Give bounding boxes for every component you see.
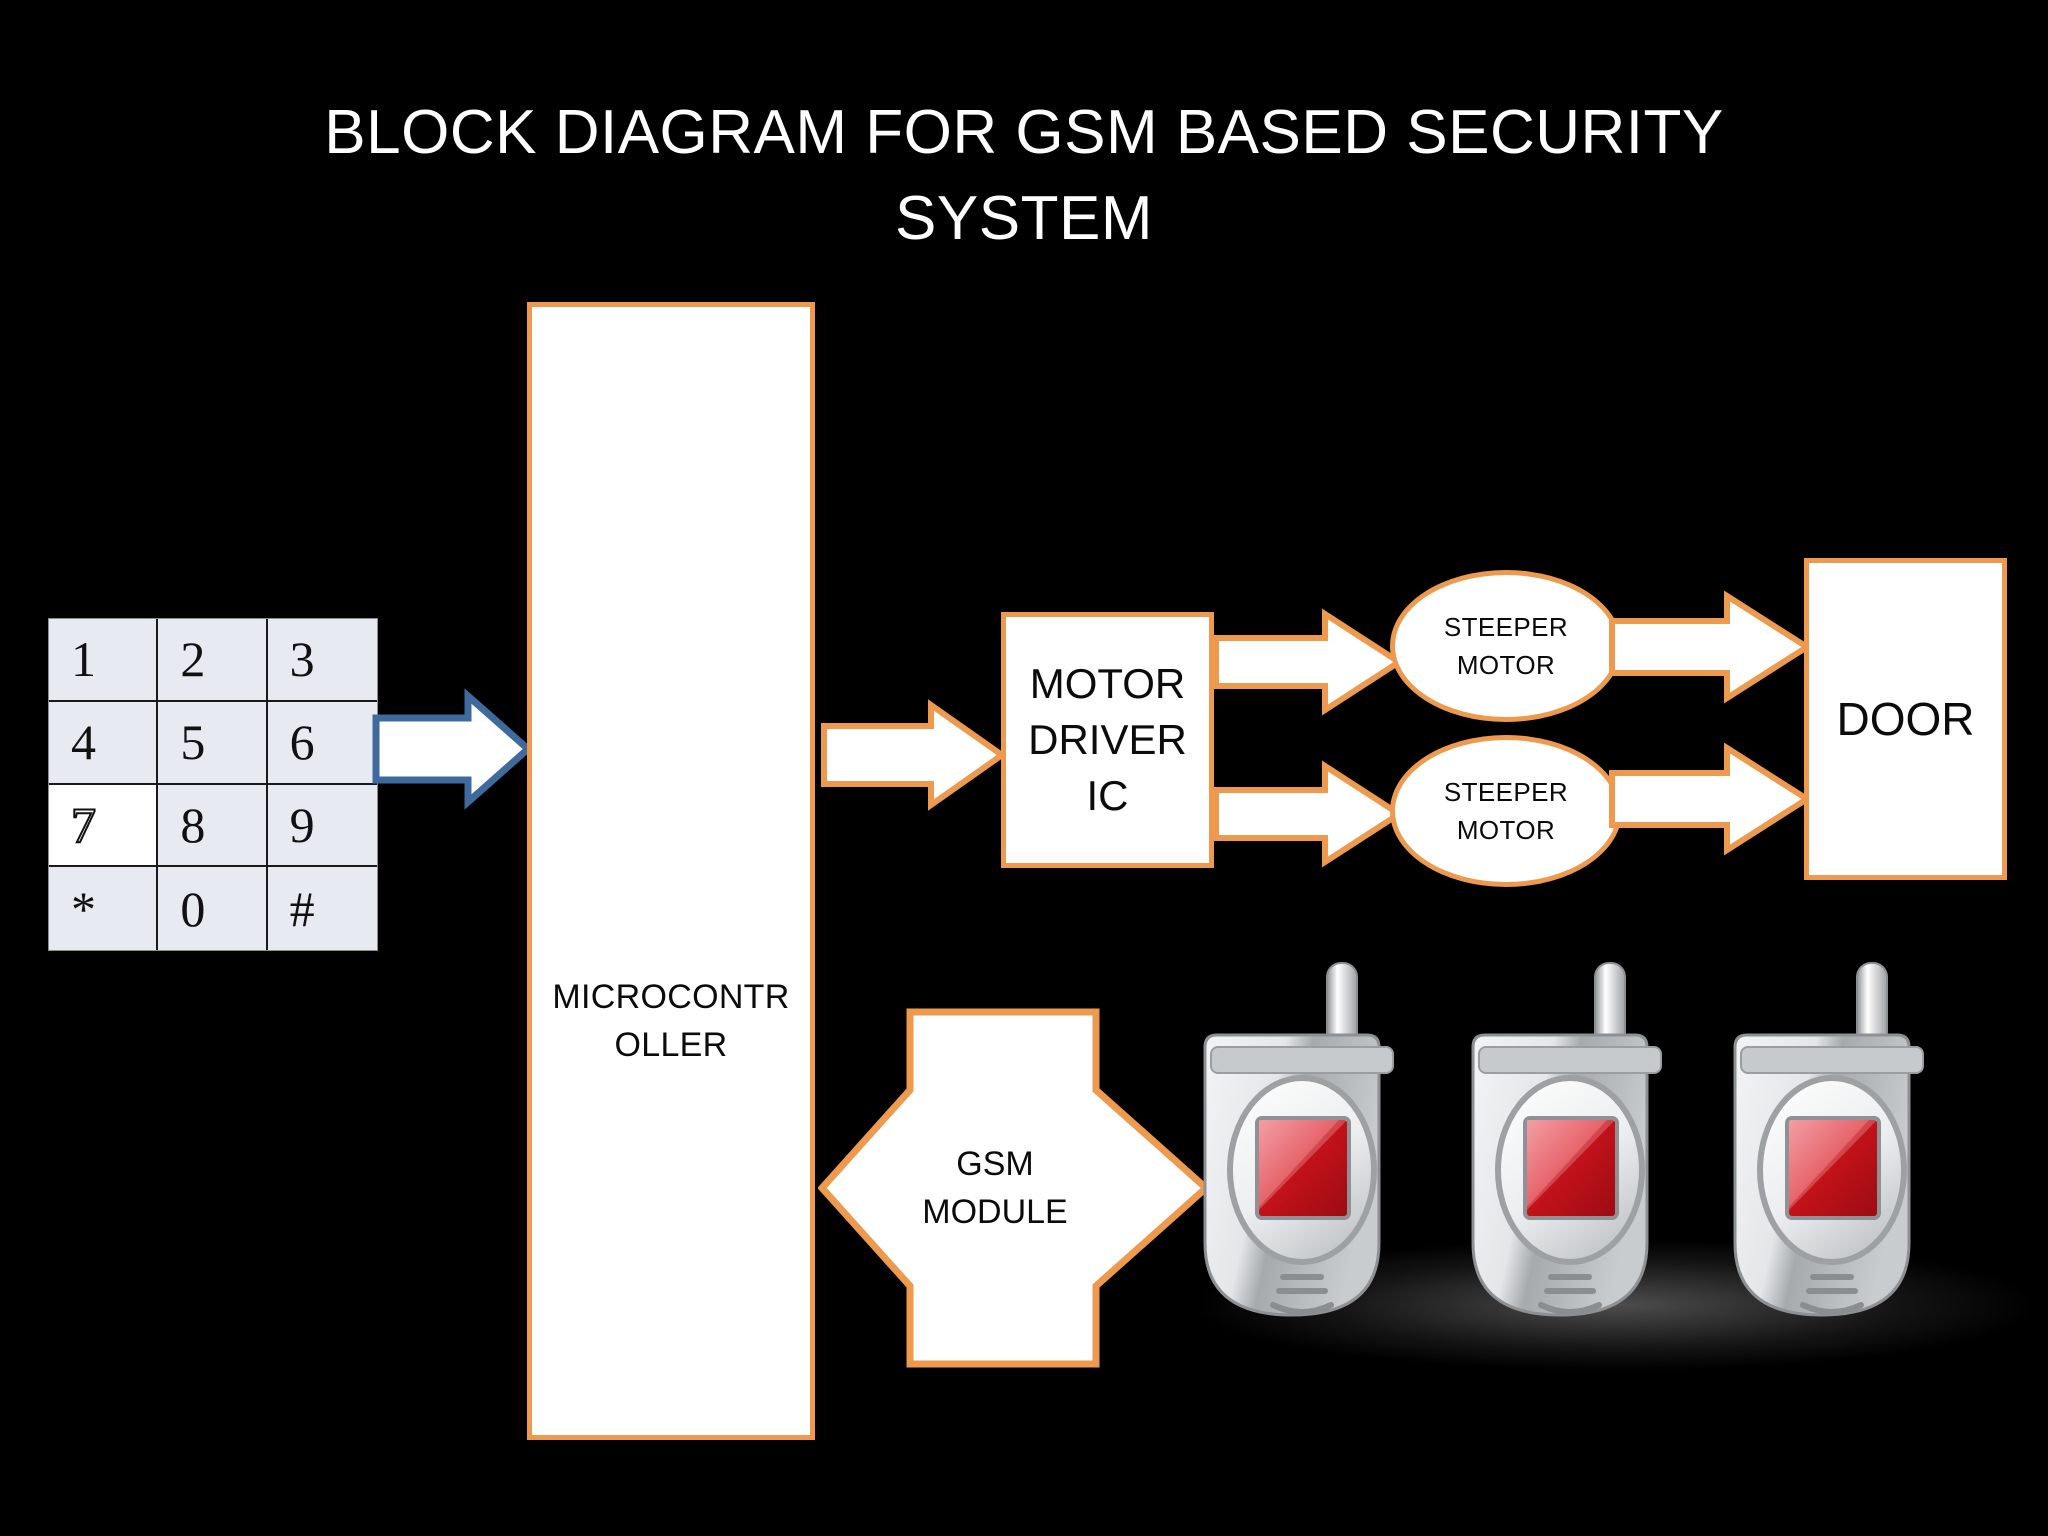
keypad-key-5[interactable]: 5 bbox=[158, 701, 268, 785]
arrow-motor-driver-to-stepper-motor-1 bbox=[1213, 608, 1405, 716]
mobile-phone-2 bbox=[1471, 962, 1662, 1317]
block-door[interactable]: DOOR bbox=[1804, 558, 2007, 880]
keypad-key-hash[interactable]: # bbox=[267, 867, 377, 950]
keypad-key-2[interactable]: 2 bbox=[158, 619, 268, 702]
mobile-phone-3 bbox=[1733, 962, 1924, 1317]
arrow-stepper-motor-2-to-door bbox=[1609, 742, 1813, 856]
page-title: BLOCK DIAGRAM FOR GSM BASED SECURITY SYS… bbox=[324, 98, 1724, 253]
keypad-key-3[interactable]: 3 bbox=[267, 619, 377, 702]
keypad-key-1[interactable]: 1 bbox=[49, 619, 159, 702]
keypad-key-6[interactable]: 6 bbox=[267, 701, 377, 785]
block-microcontroller[interactable]: MICROCONTR OLLER bbox=[527, 302, 815, 1440]
block-door-label: DOOR bbox=[1836, 693, 1975, 745]
block-stepper-motor-1-label: STEEPER MOTOR bbox=[1443, 612, 1569, 680]
block-stepper-motor-1[interactable]: STEEPER MOTOR bbox=[1390, 570, 1622, 722]
block-motor-driver-ic-label: MOTOR DRIVER IC bbox=[1028, 660, 1187, 819]
block-gsm-module[interactable]: GSM MODULE bbox=[818, 1008, 1208, 1368]
numeric-keypad[interactable]: 1 2 3 4 5 6 7 8 9 * 0 # bbox=[48, 618, 378, 951]
mobile-phone-1 bbox=[1203, 962, 1394, 1317]
arrow-keypad-to-microcontroller bbox=[372, 688, 534, 810]
mobile-phone-group bbox=[1195, 955, 2025, 1355]
arrow-microcontroller-to-motor-driver bbox=[821, 699, 1008, 811]
arrow-motor-driver-to-stepper-motor-2 bbox=[1213, 760, 1405, 868]
keypad-key-8[interactable]: 8 bbox=[158, 784, 268, 868]
gsm-module-shape bbox=[818, 1008, 1208, 1368]
keypad-key-4[interactable]: 4 bbox=[49, 701, 159, 785]
block-stepper-motor-2[interactable]: STEEPER MOTOR bbox=[1390, 735, 1622, 887]
block-stepper-motor-2-label: STEEPER MOTOR bbox=[1443, 777, 1569, 845]
keypad-key-star[interactable]: * bbox=[49, 867, 159, 950]
keypad-key-0[interactable]: 0 bbox=[158, 867, 268, 950]
block-motor-driver-ic[interactable]: MOTOR DRIVER IC bbox=[1001, 612, 1214, 868]
block-microcontroller-label: MICROCONTR OLLER bbox=[552, 978, 790, 1064]
arrow-stepper-motor-1-to-door bbox=[1609, 590, 1813, 704]
keypad-key-7[interactable]: 7 bbox=[49, 784, 159, 868]
keypad-key-9[interactable]: 9 bbox=[267, 784, 377, 868]
